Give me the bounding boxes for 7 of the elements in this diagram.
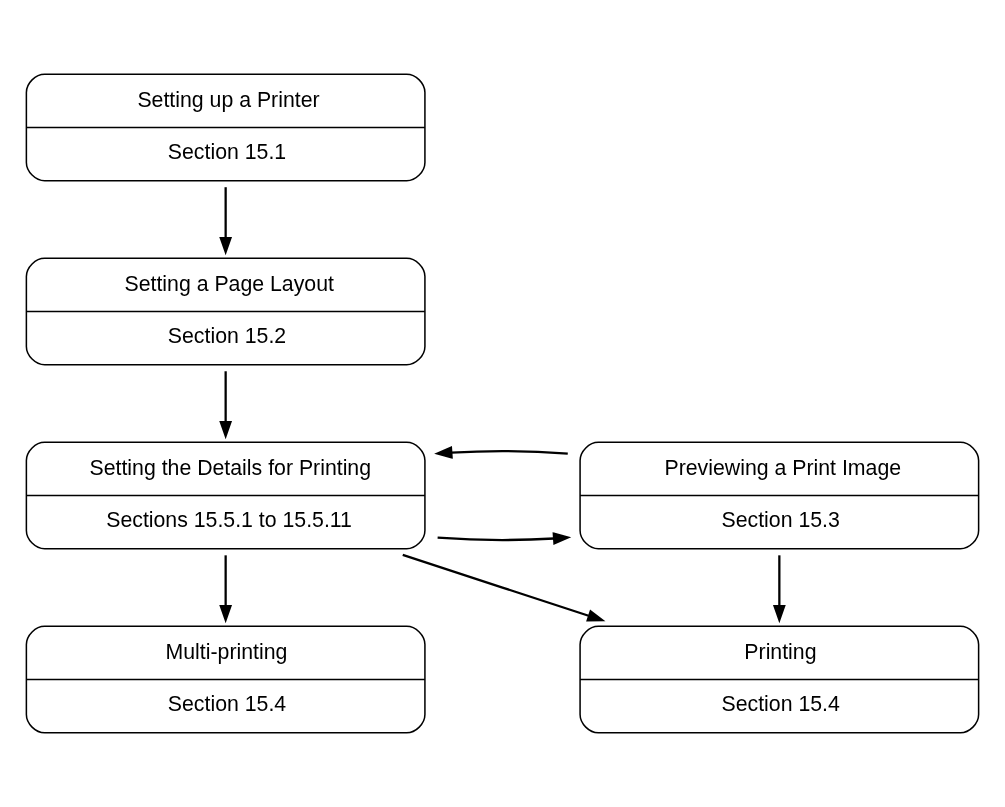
arrow — [219, 187, 233, 256]
arrow — [434, 446, 568, 459]
arrow — [772, 555, 786, 624]
arrow — [219, 555, 233, 624]
arrow — [219, 371, 233, 440]
arrow — [402, 553, 606, 622]
arrow — [437, 532, 572, 545]
